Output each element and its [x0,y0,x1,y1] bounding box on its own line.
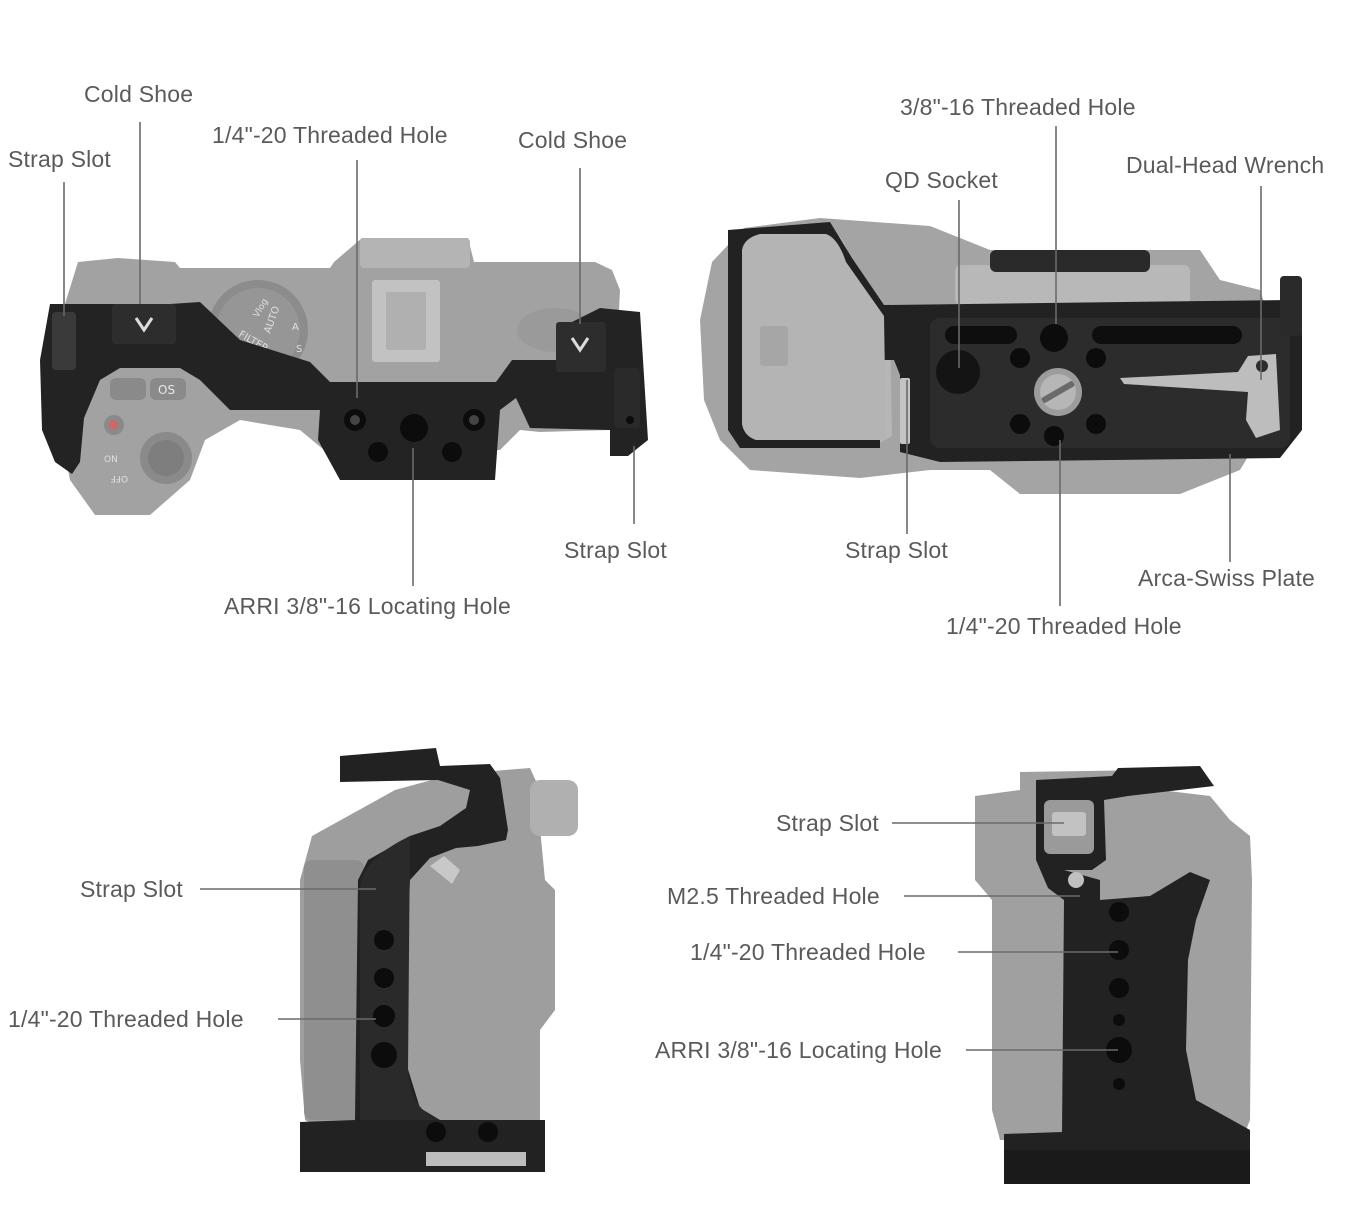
strap-slot-right [614,368,640,428]
leader-lines [63,122,1262,1051]
label-strap-slot-right-side: Strap Slot [776,810,879,836]
label-strap-slot-bottom: Strap Slot [845,537,948,563]
svg-text:A: A [292,322,299,333]
threaded-hole-14-right [1109,940,1129,960]
label-arri-locating-hole-top: ARRI 3/8"-16 Locating Hole [224,593,511,619]
label-cold-shoe-right: Cold Shoe [518,127,628,153]
slot [1092,326,1242,344]
svg-text:OFF: OFF [111,473,128,483]
right-side-view-illustration [975,766,1252,1184]
label-qd-socket: QD Socket [885,167,999,193]
qd-socket [936,350,980,394]
camera-button-os [150,378,186,400]
label-arca-swiss-plate: Arca-Swiss Plate [1138,565,1316,591]
cage-hole-plate-top [344,409,485,462]
m25-threaded-hole [1068,872,1084,888]
label-threaded-hole-right-side: 1/4"-20 Threaded Hole [690,939,926,965]
top-view-illustration: FILTER Vlog AUTO CA A S OS ON OFF [40,238,648,515]
svg-text:S: S [296,344,302,355]
camera-top-hump [360,238,470,268]
bottom-view-illustration [700,218,1302,494]
label-threaded-hole-left-side: 1/4"-20 Threaded Hole [8,1006,244,1032]
label-strap-slot-left-side: Strap Slot [80,876,183,902]
label-strap-slot-top-right: Strap Slot [564,537,667,563]
arri-locating-hole-right [1106,1037,1132,1063]
threaded-hole-14-left [373,1005,395,1027]
strap-slot-left [52,312,76,370]
label-dual-head-wrench: Dual-Head Wrench [1126,152,1325,178]
label-strap-slot-top-left: Strap Slot [8,146,111,172]
dual-head-wrench [1120,354,1280,438]
record-button [109,420,119,430]
left-side-view-illustration [300,748,578,1172]
cage-right-side [1004,766,1250,1184]
label-threaded-hole-top: 1/4"-20 Threaded Hole [212,122,448,148]
label-cold-shoe-left: Cold Shoe [84,81,194,107]
slot [945,326,1017,344]
svg-text:ON: ON [104,455,118,465]
cage-top-frame [40,302,648,480]
label-threaded-hole-38: 3/8"-16 Threaded Hole [900,94,1136,120]
lens-ring [955,265,1190,305]
strap-slot-bottom [900,378,910,444]
threaded-hole-14 [1044,426,1064,446]
label-threaded-hole-bottom: 1/4"-20 Threaded Hole [946,613,1182,639]
strap-lug-left [430,856,460,884]
camera-button [110,378,146,400]
threaded-hole-38 [1040,324,1068,352]
svg-text:OS: OS [158,383,175,397]
label-m25-threaded-hole: M2.5 Threaded Hole [667,883,880,909]
cold-shoe-left-block [112,304,176,344]
label-arri-locating-hole-right-side: ARRI 3/8"-16 Locating Hole [655,1037,942,1063]
